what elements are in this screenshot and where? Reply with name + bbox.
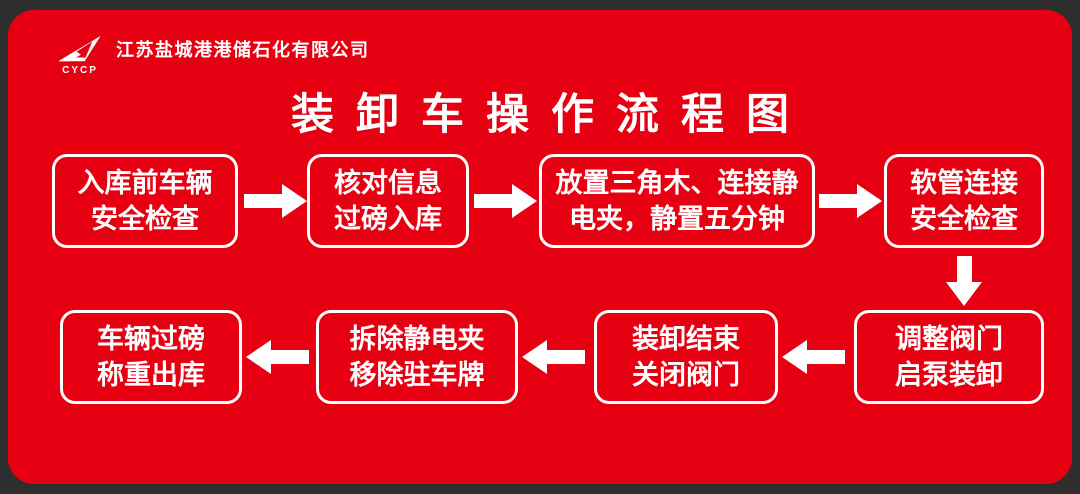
- poster-background: CYCP 江苏盐城港港储石化有限公司 装卸车操作流程图 入库前车辆 安全检查 核…: [8, 10, 1072, 484]
- step-text-line: 核对信息: [334, 167, 442, 198]
- step-text-line: 关闭阀门: [632, 360, 740, 390]
- flow-step-hose-connection: 软管连接 安全检查: [884, 154, 1044, 248]
- step-text-line: 移除驻车牌: [349, 360, 485, 390]
- step-text-line: 电夹，静置五分钟: [569, 204, 785, 234]
- page-title: 装卸车操作流程图: [291, 91, 811, 139]
- step-text-line: 启泵装卸: [895, 360, 1003, 390]
- step-text-line: 安全检查: [91, 204, 199, 234]
- step-text-line: 称重出库: [97, 360, 205, 390]
- header: CYCP 江苏盐城港港储石化有限公司: [56, 34, 370, 76]
- logo-text: CYCP: [62, 65, 98, 76]
- swoosh-logo-icon: [58, 35, 101, 62]
- step-text-line: 调整阀门: [895, 323, 1003, 354]
- arrow-left-icon: [522, 340, 585, 374]
- flow-step-weigh-exit: 车辆过磅 称重出库: [60, 310, 242, 404]
- company-name: 江苏盐城港港储石化有限公司: [116, 40, 370, 60]
- step-text-line: 安全检查: [910, 204, 1018, 234]
- step-text-line: 装卸结束: [632, 323, 740, 354]
- flow-step-chock-static-clamp: 放置三角木、连接静 电夹，静置五分钟: [539, 154, 815, 248]
- arrow-right-icon: [819, 184, 882, 218]
- company-logo: CYCP: [56, 34, 104, 76]
- flow-step-entry-inspection: 入库前车辆 安全检查: [52, 154, 238, 248]
- step-text-line: 过磅入库: [334, 204, 442, 234]
- arrow-left-icon: [782, 340, 845, 374]
- flow-step-finish-close-valve: 装卸结束 关闭阀门: [594, 310, 778, 404]
- arrow-right-icon: [474, 184, 537, 218]
- flow-step-verify-weigh: 核对信息 过磅入库: [307, 154, 469, 248]
- step-text-line: 软管连接: [910, 167, 1018, 198]
- arrow-left-icon: [246, 340, 309, 374]
- arrow-right-icon: [244, 184, 307, 218]
- flow-step-adjust-valve-pump: 调整阀门 启泵装卸: [854, 310, 1044, 404]
- step-text-line: 车辆过磅: [97, 323, 205, 354]
- flow-step-remove-clamp-sign: 拆除静电夹 移除驻车牌: [316, 310, 518, 404]
- step-text-line: 入库前车辆: [77, 167, 213, 198]
- step-text-line: 拆除静电夹: [349, 323, 485, 354]
- step-text-line: 放置三角木、连接静: [555, 167, 799, 198]
- arrow-down-icon: [946, 256, 982, 306]
